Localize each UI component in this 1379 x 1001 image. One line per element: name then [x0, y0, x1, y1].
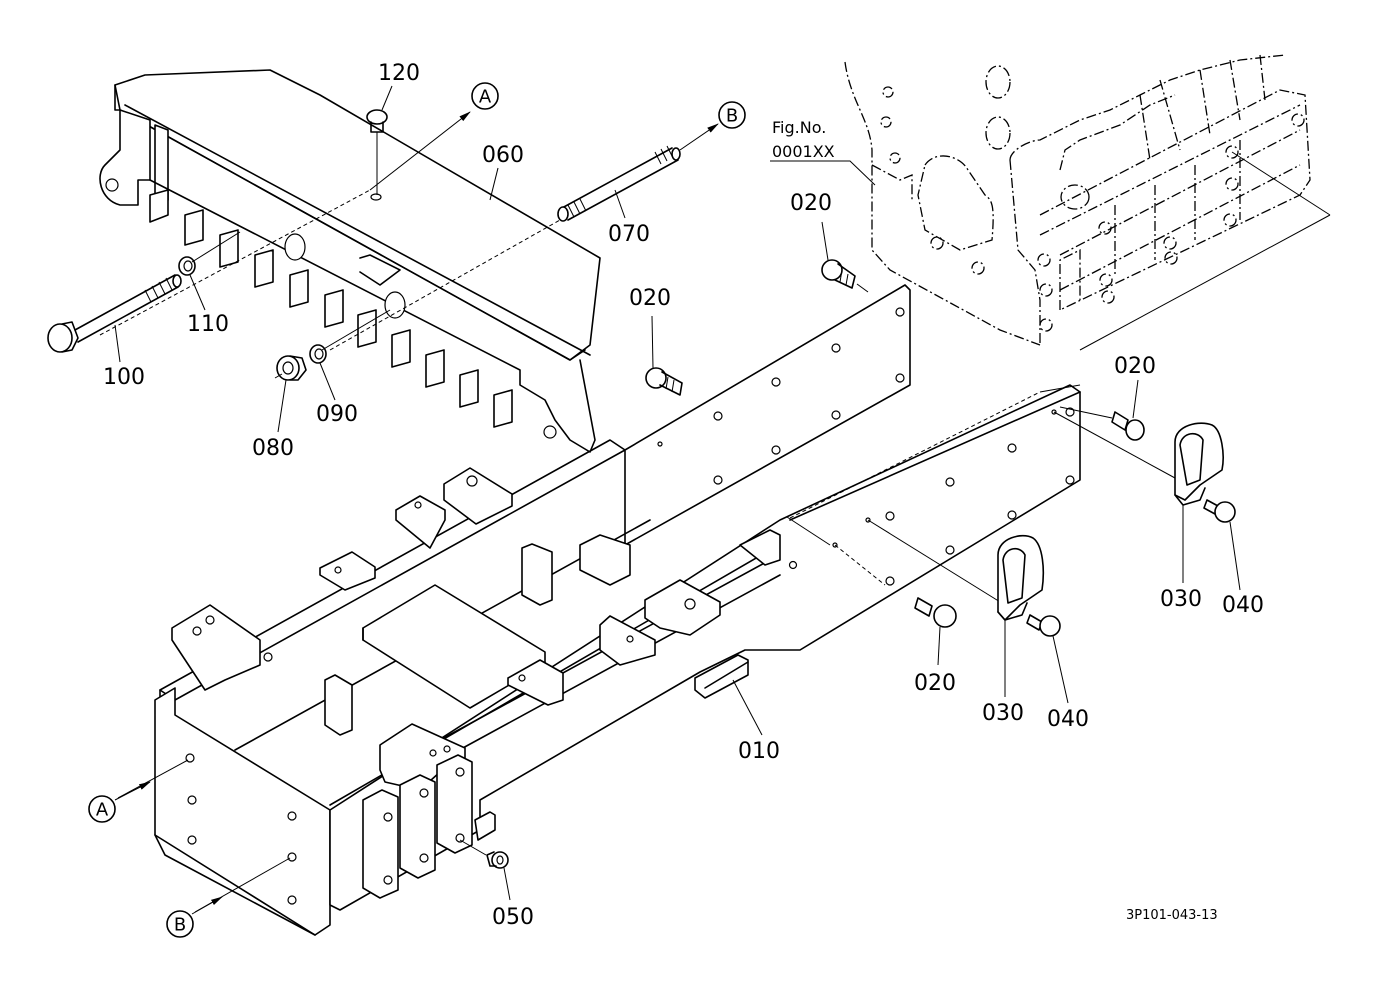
plug-120	[366, 109, 388, 195]
part-label-110: 110	[187, 312, 229, 337]
part-label-030-lower: 030	[982, 701, 1024, 726]
leader-lines	[114, 85, 1241, 901]
stud-070	[557, 145, 681, 222]
part-label-020-right: 020	[1114, 354, 1156, 379]
drawing-code: 3P101-043-13	[1126, 908, 1218, 923]
rail-teeth	[149, 189, 513, 428]
part-label-010: 010	[738, 739, 780, 764]
part-label-090: 090	[316, 402, 358, 427]
part-label-040-upper: 040	[1222, 593, 1264, 618]
fig-no-number: 0001XX	[772, 142, 835, 161]
part-label-120: 120	[378, 61, 420, 86]
callout-a-top: A	[99, 82, 499, 336]
callout-a-label: A	[479, 87, 492, 108]
callout-a-label-bottom: A	[96, 800, 109, 821]
part-label-100: 100	[103, 365, 145, 390]
callout-b-top: B	[329, 101, 746, 351]
spring-washer-090	[309, 309, 391, 364]
clamp-030-upper	[1174, 422, 1224, 506]
bolt-040-upper	[1203, 499, 1236, 523]
bolt-020-middle	[645, 367, 683, 396]
callout-b-label-bottom: B	[174, 915, 186, 936]
part-label-030-upper: 030	[1160, 587, 1202, 612]
engine-block-reference	[844, 54, 1331, 351]
part-label-020-middle: 020	[629, 286, 671, 311]
part-labels: 120 060 070 100 110 080 090 020 020 020 …	[103, 61, 1264, 930]
part-label-020-top: 020	[790, 191, 832, 216]
callout-b-bottom: B	[166, 857, 291, 938]
bolt-100	[47, 274, 182, 353]
callout-b-label: B	[726, 106, 738, 127]
fig-no-label: Fig.No.	[772, 118, 826, 137]
clamp-030-lower	[997, 534, 1045, 621]
bolt-040-lower	[1026, 614, 1061, 637]
part-label-020-lower: 020	[914, 671, 956, 696]
frame-010	[154, 284, 1176, 936]
part-label-070: 070	[608, 222, 650, 247]
part-label-040-lower: 040	[1047, 707, 1089, 732]
part-label-060: 060	[482, 143, 524, 168]
part-label-080: 080	[252, 436, 294, 461]
plug-050	[459, 839, 509, 869]
guide-rail-060	[99, 69, 601, 453]
nut-080	[274, 355, 307, 381]
bolt-020-top	[821, 259, 869, 293]
part-label-050: 050	[492, 905, 534, 930]
callout-a-bottom: A	[88, 759, 189, 823]
bolt-020-right	[1059, 406, 1145, 441]
bolt-020-lower	[914, 597, 957, 628]
spring-washer-110	[178, 231, 241, 276]
figure-reference: Fig.No. 0001XX	[772, 118, 835, 161]
